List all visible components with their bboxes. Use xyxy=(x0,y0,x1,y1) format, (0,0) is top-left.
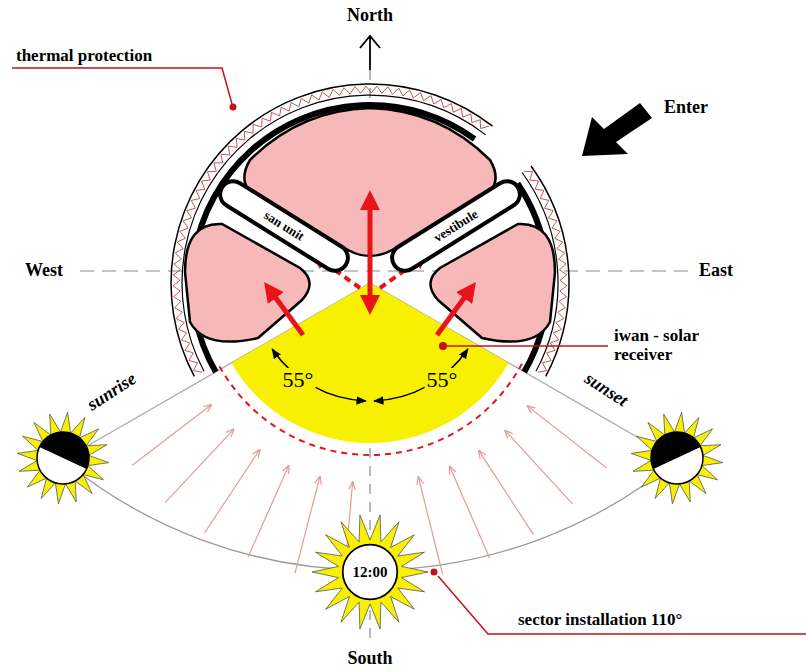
compass-label: East xyxy=(697,261,735,281)
leader-dot xyxy=(431,569,438,576)
entry-label: Enter xyxy=(662,98,710,118)
sun-symbols xyxy=(17,412,723,629)
compass-label: North xyxy=(345,6,395,26)
sun-label: sunset xyxy=(579,368,633,412)
sector-boundary xyxy=(218,364,522,455)
enter-arrow xyxy=(582,103,652,156)
sun-ray xyxy=(204,450,259,533)
callout-label: thermal protection xyxy=(14,47,154,66)
flow-arrow xyxy=(368,200,373,305)
compass-label: South xyxy=(345,649,394,669)
sun-ray xyxy=(505,431,573,505)
sun-ray xyxy=(528,406,607,468)
flow-arrow xyxy=(437,290,470,335)
leader-line xyxy=(447,345,608,347)
angle-arc xyxy=(374,349,468,401)
sun-label: sunrise xyxy=(82,368,141,416)
callout-label: iwan - solar receiver xyxy=(612,327,751,364)
thermal-protection-ring xyxy=(171,84,569,376)
sun-ray xyxy=(295,477,320,574)
sun-ray xyxy=(479,451,534,535)
angle-arc xyxy=(272,349,366,401)
sun-ray xyxy=(165,429,233,502)
sun-ray xyxy=(450,466,490,558)
sun-shade xyxy=(642,423,700,469)
angle-label: 55° xyxy=(425,368,460,392)
leader-line xyxy=(438,576,806,634)
sun-ray xyxy=(132,405,211,466)
compass-label: West xyxy=(23,261,65,281)
sun-star xyxy=(312,515,428,629)
sun-disc xyxy=(343,545,398,600)
flow-arrow xyxy=(270,290,303,335)
leader-dot xyxy=(439,342,447,350)
sun-ray xyxy=(418,477,442,574)
sun-star xyxy=(17,412,109,504)
angle-label: 55° xyxy=(281,368,316,392)
north-arrow xyxy=(360,36,380,70)
leader-dot xyxy=(230,104,237,111)
sun-star xyxy=(631,412,723,504)
sun-ray xyxy=(248,466,289,557)
callout-label: sector installation 110° xyxy=(516,611,684,630)
noon-sun: 12:00 xyxy=(341,543,399,601)
node-text: 12:00 xyxy=(353,564,388,581)
sun-shade xyxy=(39,423,97,469)
leader-line xyxy=(12,68,232,104)
